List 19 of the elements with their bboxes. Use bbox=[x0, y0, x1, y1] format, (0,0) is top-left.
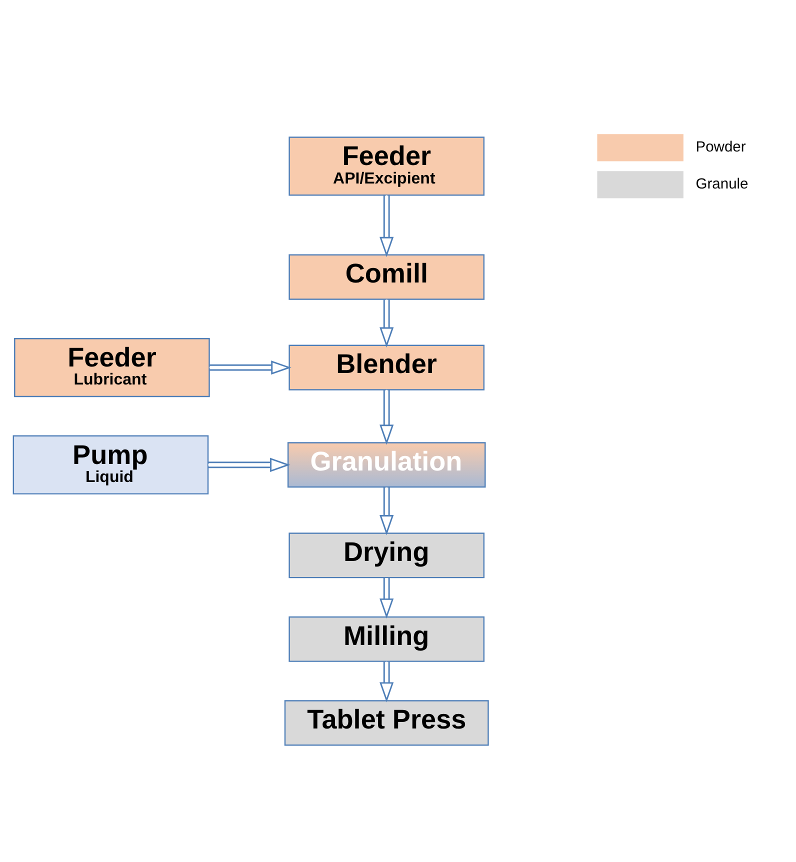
arrow bbox=[380, 487, 394, 536]
node-box: Drying bbox=[288, 532, 485, 578]
arrow bbox=[380, 662, 394, 702]
legend-label: Granule bbox=[696, 176, 748, 192]
node-box: Pump Liquid bbox=[12, 435, 209, 494]
arrow bbox=[380, 390, 394, 445]
node-box: Tablet Press bbox=[284, 700, 489, 746]
node-box: Granulation bbox=[287, 442, 486, 488]
arrow bbox=[380, 195, 394, 258]
legend-label: Powder bbox=[696, 140, 746, 156]
node-box: Milling bbox=[288, 616, 485, 662]
node-box: Comill bbox=[288, 254, 485, 300]
arrow bbox=[380, 300, 394, 348]
node-box: Blender bbox=[288, 344, 485, 390]
node-box: Feeder Lubricant bbox=[14, 338, 210, 398]
node-box: Feeder API/Excipient bbox=[288, 136, 485, 196]
arrow bbox=[380, 578, 394, 619]
arrow bbox=[208, 458, 290, 472]
arrow bbox=[210, 360, 292, 375]
